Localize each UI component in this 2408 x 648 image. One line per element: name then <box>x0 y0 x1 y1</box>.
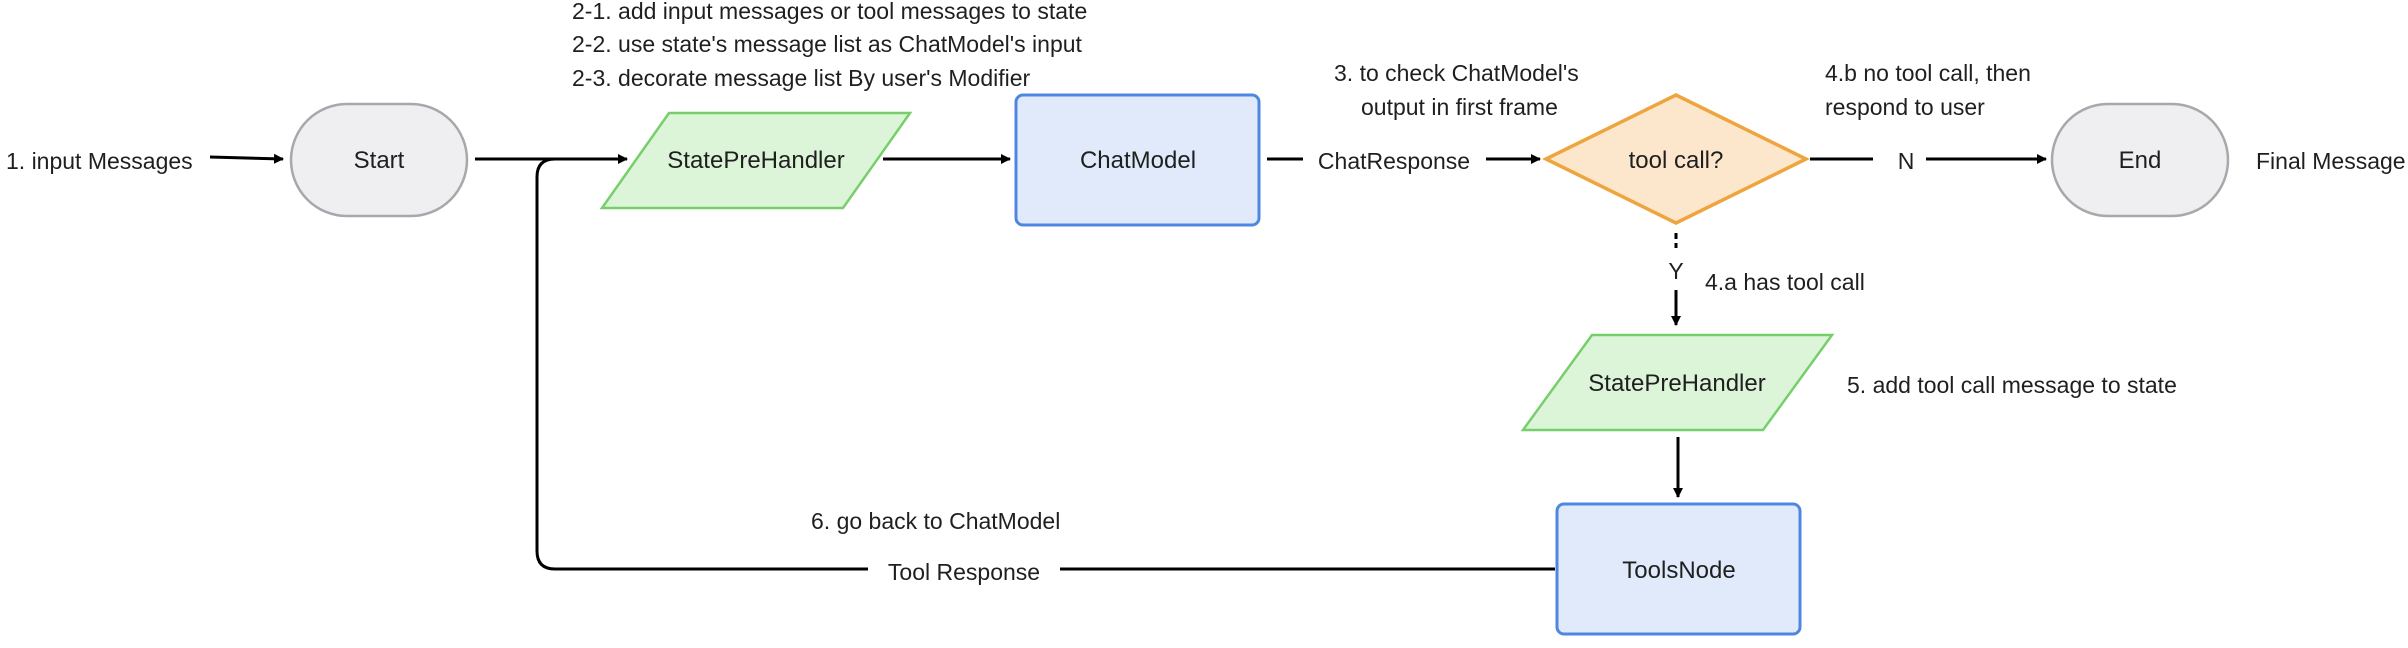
start-node-shape <box>289 102 469 218</box>
tool-call-decision-label: tool call? <box>1629 147 1724 174</box>
step-2-1-label: 2-1. add input messages or tool messages… <box>572 0 1087 24</box>
end-node-label: End <box>2119 147 2162 174</box>
chat-model-node: ChatModel <box>1014 93 1261 227</box>
final-message-label: Final Message <box>2256 148 2406 174</box>
start-node: Start <box>289 102 469 218</box>
branch-no-label: N <box>1898 148 1915 174</box>
chat-model-label: ChatModel <box>1080 147 1196 174</box>
step-2-2-label: 2-2. use state's message list as ChatMod… <box>572 31 1083 57</box>
step-3-label-line1: 3. to check ChatModel's <box>1334 60 1579 86</box>
state-pre-handler-main-label: StatePreHandler <box>667 147 844 174</box>
branch-yes-label: Y <box>1668 258 1683 284</box>
step-2-3-label: 2-3. decorate message list By user's Mod… <box>572 65 1031 91</box>
state-pre-handler-main-shape <box>599 111 913 210</box>
step-6-label: 6. go back to ChatModel <box>811 508 1060 534</box>
state-pre-handler-tool-shape <box>1520 333 1835 432</box>
edge-input-to-start <box>209 153 284 164</box>
tool-call-decision-node: tool call? <box>1542 93 1810 225</box>
state-pre-handler-tool-node: StatePreHandler <box>1520 333 1835 432</box>
step-5-label: 5. add tool call message to state <box>1847 372 2177 398</box>
tools-node-label: ToolsNode <box>1622 557 1735 584</box>
edge-toolsnode-back-b <box>535 157 868 571</box>
end-node: End <box>2050 102 2230 218</box>
state-pre-handler-main-node: StatePreHandler <box>599 111 913 210</box>
step-4b-label-line1: 4.b no tool call, then <box>1825 60 2031 86</box>
step-4a-label: 4.a has tool call <box>1705 269 1865 295</box>
step-4b-label-line2: respond to user <box>1825 94 1985 120</box>
tool-call-decision-shape <box>1542 93 1810 225</box>
state-pre-handler-tool-label: StatePreHandler <box>1588 370 1765 397</box>
end-node-shape <box>2050 102 2230 218</box>
step-3-label-line2: output in first frame <box>1361 94 1558 120</box>
tool-response-label: Tool Response <box>888 559 1040 585</box>
chat-response-label: ChatResponse <box>1318 148 1470 174</box>
tools-node-shape <box>1555 502 1802 636</box>
tools-node: ToolsNode <box>1555 502 1802 636</box>
start-node-label: Start <box>354 147 405 174</box>
chat-model-shape <box>1014 93 1261 227</box>
input-messages-label: 1. input Messages <box>6 148 193 174</box>
